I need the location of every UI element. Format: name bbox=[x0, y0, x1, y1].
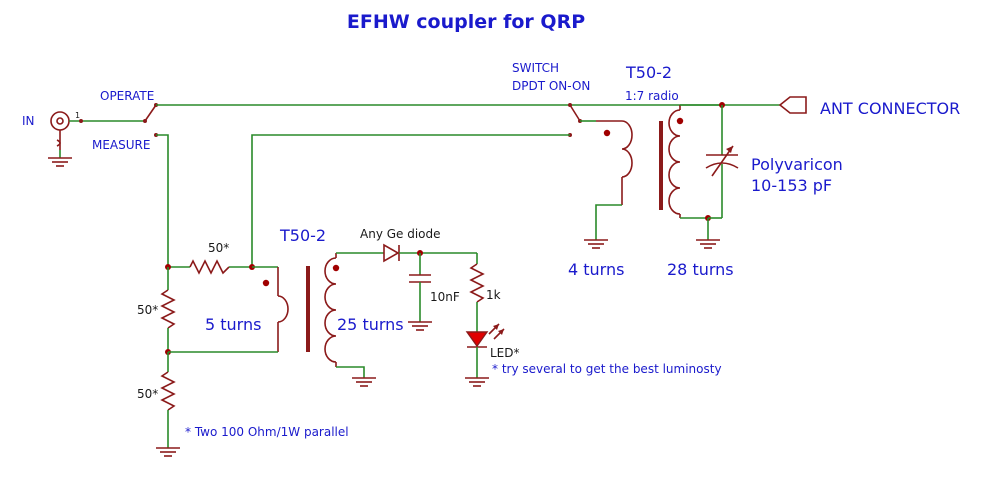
det-secondary-turns-label: 25 turns bbox=[337, 315, 404, 334]
diode-label: Any Ge diode bbox=[360, 227, 441, 241]
primary-polarity-dot bbox=[603, 129, 611, 137]
main-toroid-label: T50-2 bbox=[625, 63, 672, 82]
measure-wire bbox=[156, 134, 169, 267]
led bbox=[465, 323, 505, 378]
resistor-1k-label: 1k bbox=[486, 288, 501, 302]
detector-transformer bbox=[262, 253, 340, 367]
ant-connector-label: ANT CONNECTOR bbox=[820, 99, 960, 118]
r-series-label: 50* bbox=[208, 241, 229, 255]
resistor-1k bbox=[469, 253, 485, 332]
ground-symbol bbox=[352, 377, 376, 387]
detector-secondary-dot bbox=[332, 264, 340, 272]
right-switch-pole bbox=[568, 103, 582, 137]
detector-feed-wire bbox=[251, 134, 570, 267]
r-shunt-bottom-label: 50* bbox=[137, 387, 158, 401]
input-label: IN bbox=[22, 114, 35, 128]
germanium-diode bbox=[383, 243, 400, 263]
input-pin-label: 1 bbox=[75, 111, 80, 120]
secondary-turns-label: 28 turns bbox=[667, 260, 734, 279]
primary-turns-label: 4 turns bbox=[568, 260, 624, 279]
ground-symbol bbox=[584, 239, 608, 249]
antenna-connector bbox=[778, 96, 807, 114]
cap-small-label: 10nF bbox=[430, 290, 460, 304]
variable-capacitor bbox=[705, 105, 739, 219]
detector-toroid-label: T50-2 bbox=[279, 226, 326, 245]
led-label: LED* bbox=[490, 346, 520, 360]
diagram-title: EFHW coupler for QRP bbox=[347, 11, 585, 33]
resistor-shunt-top bbox=[160, 267, 176, 352]
ground-symbol bbox=[408, 321, 432, 331]
switch-label-line2: DPDT ON-ON bbox=[512, 79, 590, 93]
capacitor-label-line1: Polyvaricon bbox=[751, 155, 843, 174]
main-transformer bbox=[596, 105, 684, 218]
measure-label: MEASURE bbox=[92, 138, 150, 152]
r-shunt-top-label: 50* bbox=[137, 303, 158, 317]
capacitor-label-line2: 10-153 pF bbox=[751, 176, 832, 195]
ground-symbol bbox=[48, 150, 72, 167]
resistor-shunt-bottom bbox=[160, 352, 176, 448]
capacitor-10nf bbox=[409, 253, 431, 322]
resistor-series bbox=[168, 259, 252, 275]
ground-symbol bbox=[465, 377, 489, 387]
operate-label: OPERATE bbox=[100, 89, 154, 103]
led-note: * try several to get the best luminosty bbox=[492, 362, 722, 376]
det-primary-turns-label: 5 turns bbox=[205, 315, 261, 334]
ratio-label: 1:7 radio bbox=[625, 89, 679, 103]
ground-symbol bbox=[156, 447, 180, 457]
switch-label-line1: SWITCH bbox=[512, 61, 559, 75]
ground-symbol bbox=[696, 239, 720, 249]
detector-primary-dot bbox=[262, 279, 270, 287]
secondary-polarity-dot bbox=[676, 117, 684, 125]
input-connector bbox=[50, 111, 145, 150]
left-switch-pole bbox=[143, 103, 158, 137]
resistor-note: * Two 100 Ohm/1W parallel bbox=[185, 425, 349, 439]
